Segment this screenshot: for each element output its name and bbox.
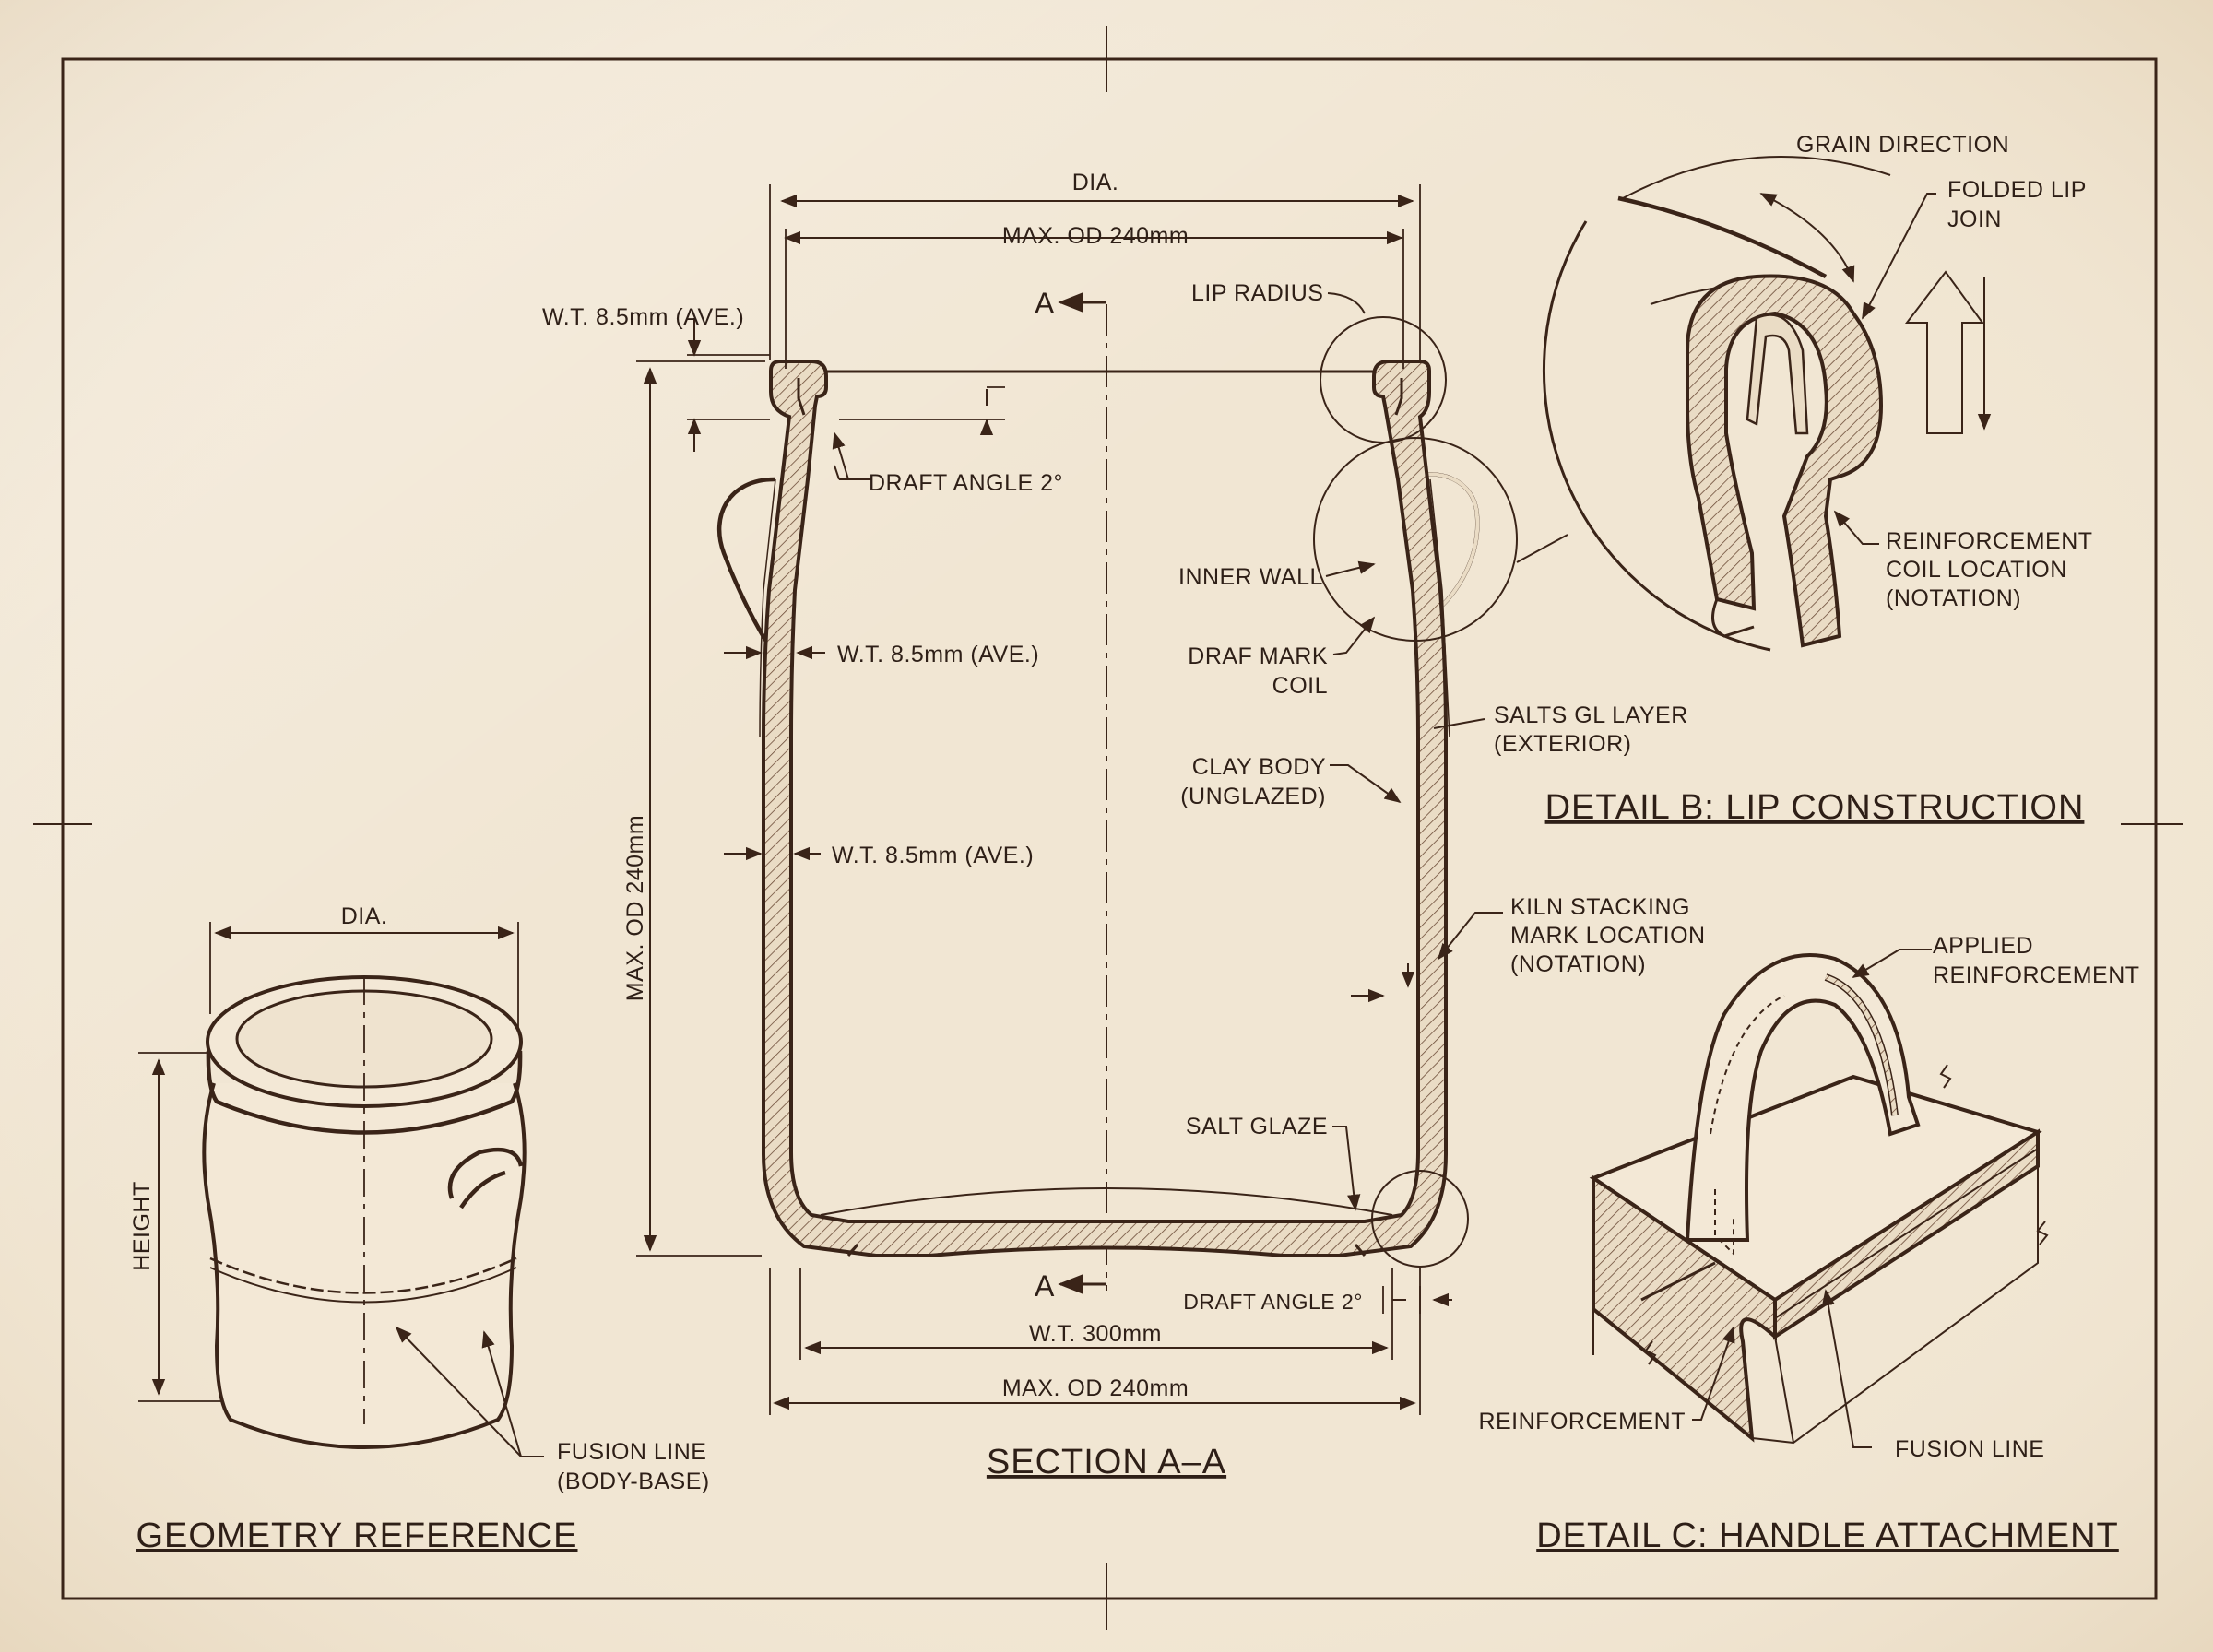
reinforcement-label: REINFORCEMENT [1478, 1409, 1686, 1434]
detail-b-drawing [1542, 156, 1992, 652]
wall-thickness-mid-1: W.T. 8.5mm (AVE.) [837, 642, 1039, 667]
geometry-reference-title: GEOMETRY REFERENCE [136, 1516, 577, 1555]
top-dimensions [636, 184, 1421, 1257]
fusion-line-label: FUSION LINE [557, 1439, 706, 1465]
grain-direction-label: GRAIN DIRECTION [1796, 132, 2009, 158]
base-detail-circle [1371, 1170, 1469, 1268]
detail-c-title: DETAIL C: HANDLE ATTACHMENT [1536, 1516, 2119, 1555]
bottom-wt-label: W.T. 300mm [1029, 1321, 1162, 1347]
reinforcement-notation-label: (NOTATION) [1886, 585, 2021, 611]
detail-b-labels: GRAIN DIRECTION FOLDED LIP JOIN REINFORC… [1545, 132, 2093, 827]
detail-b-title: DETAIL B: LIP CONSTRUCTION [1545, 788, 2085, 827]
wall-detail-circle [1313, 437, 1518, 642]
draft-angle-top-label: DRAFT ANGLE 2° [869, 470, 1063, 496]
detail-b-circle [1542, 220, 1771, 652]
folded-lip-join-label: JOIN [1947, 206, 2002, 232]
coil-label: COIL [1272, 673, 1328, 699]
fusion-line-body-base-label: (BODY-BASE) [557, 1469, 710, 1494]
detail-c-labels: APPLIED REINFORCEMENT REINFORCEMENT FUSI… [1478, 933, 2139, 1555]
reinforcement-coil-label: REINFORCEMENT [1886, 528, 2093, 554]
left-handle-lug [716, 477, 776, 656]
centering-marks [33, 26, 2183, 1630]
section-a-a-drawing [716, 292, 1568, 1294]
kiln-stacking-label: KILN STACKING [1510, 894, 1690, 920]
lip-radius-label: LIP RADIUS [1191, 280, 1323, 306]
bottom-od-label: MAX. OD 240mm [1002, 1375, 1189, 1401]
section-labels: DIA. MAX. OD 240mm W.T. 8.5mm (AVE.) A A… [542, 170, 1706, 1481]
salts-gl-layer-label: SALTS GL LAYER [1494, 702, 1688, 728]
section-title: SECTION A–A [987, 1443, 1226, 1481]
salt-glaze-label: SALT GLAZE [1186, 1114, 1328, 1139]
draft-angle-bottom-label: DRAFT ANGLE 2° [1183, 1290, 1363, 1314]
geometry-dia-label: DIA. [341, 903, 388, 929]
kiln-notation-label: (NOTATION) [1510, 951, 1646, 977]
applied-reinforcement-label: REINFORCEMENT [1933, 962, 2140, 988]
clay-body-label: CLAY BODY [1192, 754, 1326, 780]
wall-thickness-top-label: W.T. 8.5mm (AVE.) [542, 304, 744, 330]
section-mark-top: A [1035, 287, 1055, 320]
draf-mark-label: DRAF MARK [1188, 643, 1328, 669]
detail-c-fusion-line-label: FUSION LINE [1895, 1436, 2044, 1462]
geometry-reference-drawing [138, 922, 544, 1457]
inner-wall-label: INNER WALL [1178, 564, 1323, 590]
section-leaders [724, 292, 1503, 1211]
outline-up-arrow [1904, 270, 1984, 434]
height-dimension-label: MAX. OD 240mm [622, 815, 648, 1001]
sheet-border [61, 57, 2158, 1600]
section-mark-bottom: A [1035, 1269, 1055, 1303]
handle-arch [1685, 953, 1921, 1242]
applied-label: APPLIED [1933, 933, 2033, 959]
wall-thickness-mid-2: W.T. 8.5mm (AVE.) [832, 843, 1034, 868]
detail-c-drawing [1589, 949, 2049, 1448]
top-dia-label: DIA. [1072, 170, 1119, 195]
top-od-label: MAX. OD 240mm [1002, 223, 1189, 249]
reinforcement-coil-location-label: COIL LOCATION [1886, 557, 2067, 583]
kiln-mark-location-label: MARK LOCATION [1510, 923, 1706, 949]
jar-wall-section [762, 360, 1448, 1257]
bottom-dimensions [769, 1268, 1452, 1415]
geometry-height-label: HEIGHT [129, 1181, 155, 1270]
clay-body-unglazed-label: (UNGLAZED) [1180, 784, 1326, 809]
salts-gl-exterior-label: (EXTERIOR) [1494, 731, 1631, 757]
folded-lip-label: FOLDED LIP [1947, 177, 2087, 203]
reinforcement-pin [1640, 1261, 1716, 1302]
geometry-reference-labels: DIA. HEIGHT FUSION LINE (BODY-BASE) GEOM… [129, 903, 710, 1555]
reference-jar-handle [447, 1147, 524, 1210]
